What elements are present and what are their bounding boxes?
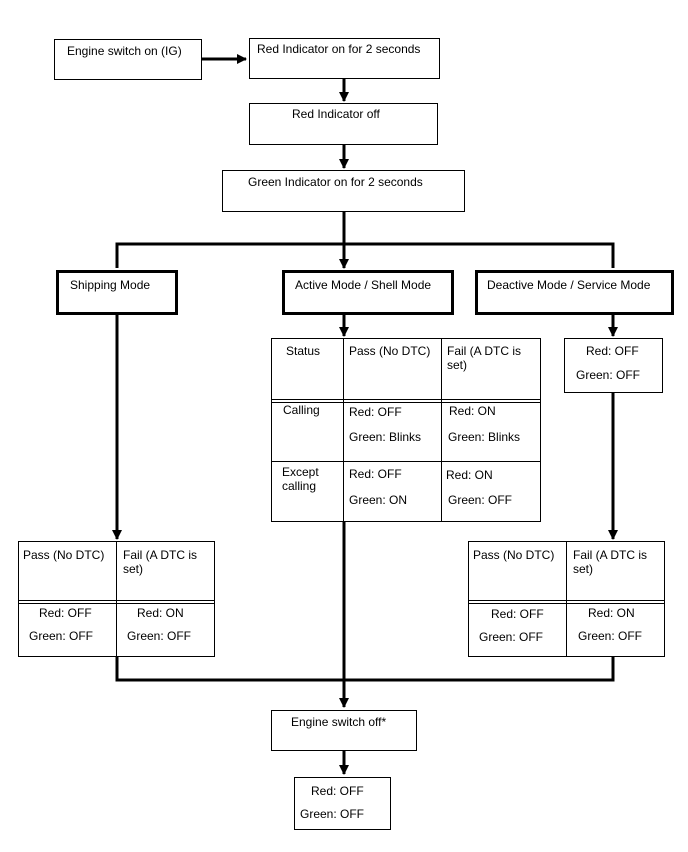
shipping-pass-green: Green: OFF (29, 629, 94, 643)
service-fail-red: Red: ON (588, 606, 635, 620)
active-mode-box: Active Mode / Shell Mode (282, 270, 454, 315)
shipping-pass-header: Pass (No DTC) (23, 548, 105, 562)
deactive-red: Red: OFF (586, 344, 639, 358)
except-pass-red: Red: OFF (349, 467, 402, 481)
fail-header: Fail (A DTC is set) (447, 344, 522, 372)
service-fail-green: Green: OFF (578, 629, 643, 643)
status-header: Status (286, 344, 321, 358)
red-indicator-on-box: Red Indicator on for 2 seconds (249, 38, 440, 79)
calling-fail-green: Green: Blinks (448, 430, 521, 444)
active-mode-label: Active Mode / Shell Mode (295, 278, 432, 292)
red-indicator-off-label: Red Indicator off (292, 107, 380, 121)
active-status-table: Status Pass (No DTC) Fail (A DTC is set)… (271, 338, 541, 522)
shipping-mode-box: Shipping Mode (56, 270, 178, 315)
green-indicator-on-box: Green Indicator on for 2 seconds (222, 170, 465, 212)
shipping-fail-header: Fail (A DTC is set) (123, 548, 198, 576)
red-indicator-off-box: Red Indicator off (249, 103, 438, 145)
merge-line (115, 657, 615, 682)
except-fail-green: Green: OFF (448, 493, 513, 507)
service-pass-green: Green: OFF (479, 630, 544, 644)
service-pass-red: Red: OFF (491, 607, 544, 621)
deactive-mode-box: Deactive Mode / Service Mode (475, 270, 674, 315)
final-green: Green: OFF (300, 807, 365, 821)
shipping-fail-green: Green: OFF (127, 629, 192, 643)
green-indicator-on-label: Green Indicator on for 2 seconds (248, 175, 423, 189)
red-indicator-on-label: Red Indicator on for 2 seconds (257, 42, 421, 56)
service-pass-header: Pass (No DTC) (473, 548, 555, 562)
calling-pass-red: Red: OFF (349, 405, 402, 419)
engine-switch-off-box: Engine switch off* (271, 710, 417, 751)
deactive-green: Green: OFF (576, 368, 641, 382)
calling-fail-red: Red: ON (449, 404, 496, 418)
except-pass-green: Green: ON (349, 493, 408, 507)
pass-header: Pass (No DTC) (349, 344, 431, 358)
engine-switch-on-label: Engine switch on (IG) (67, 44, 182, 58)
deactive-mode-label: Deactive Mode / Service Mode (487, 278, 651, 292)
calling-label: Calling (283, 403, 320, 417)
engine-switch-on-box: Engine switch on (IG) (54, 39, 202, 80)
engine-switch-off-label: Engine switch off* (291, 715, 387, 729)
branch-line (115, 242, 615, 268)
service-result-table: Pass (No DTC) Fail (A DTC is set) Red: O… (468, 541, 665, 657)
shipping-pass-red: Red: OFF (39, 606, 92, 620)
shipping-fail-red: Red: ON (137, 606, 184, 620)
final-indicator-box: Red: OFF Green: OFF (294, 777, 391, 830)
except-calling-label: Except calling (282, 465, 319, 493)
calling-pass-green: Green: Blinks (349, 430, 422, 444)
except-fail-red: Red: ON (446, 468, 493, 482)
final-red: Red: OFF (311, 784, 364, 798)
shipping-mode-label: Shipping Mode (70, 278, 151, 292)
service-fail-header: Fail (A DTC is set) (573, 548, 648, 576)
deactive-indicator-box: Red: OFF Green: OFF (564, 338, 663, 393)
shipping-result-table: Pass (No DTC) Fail (A DTC is set) Red: O… (18, 541, 215, 657)
